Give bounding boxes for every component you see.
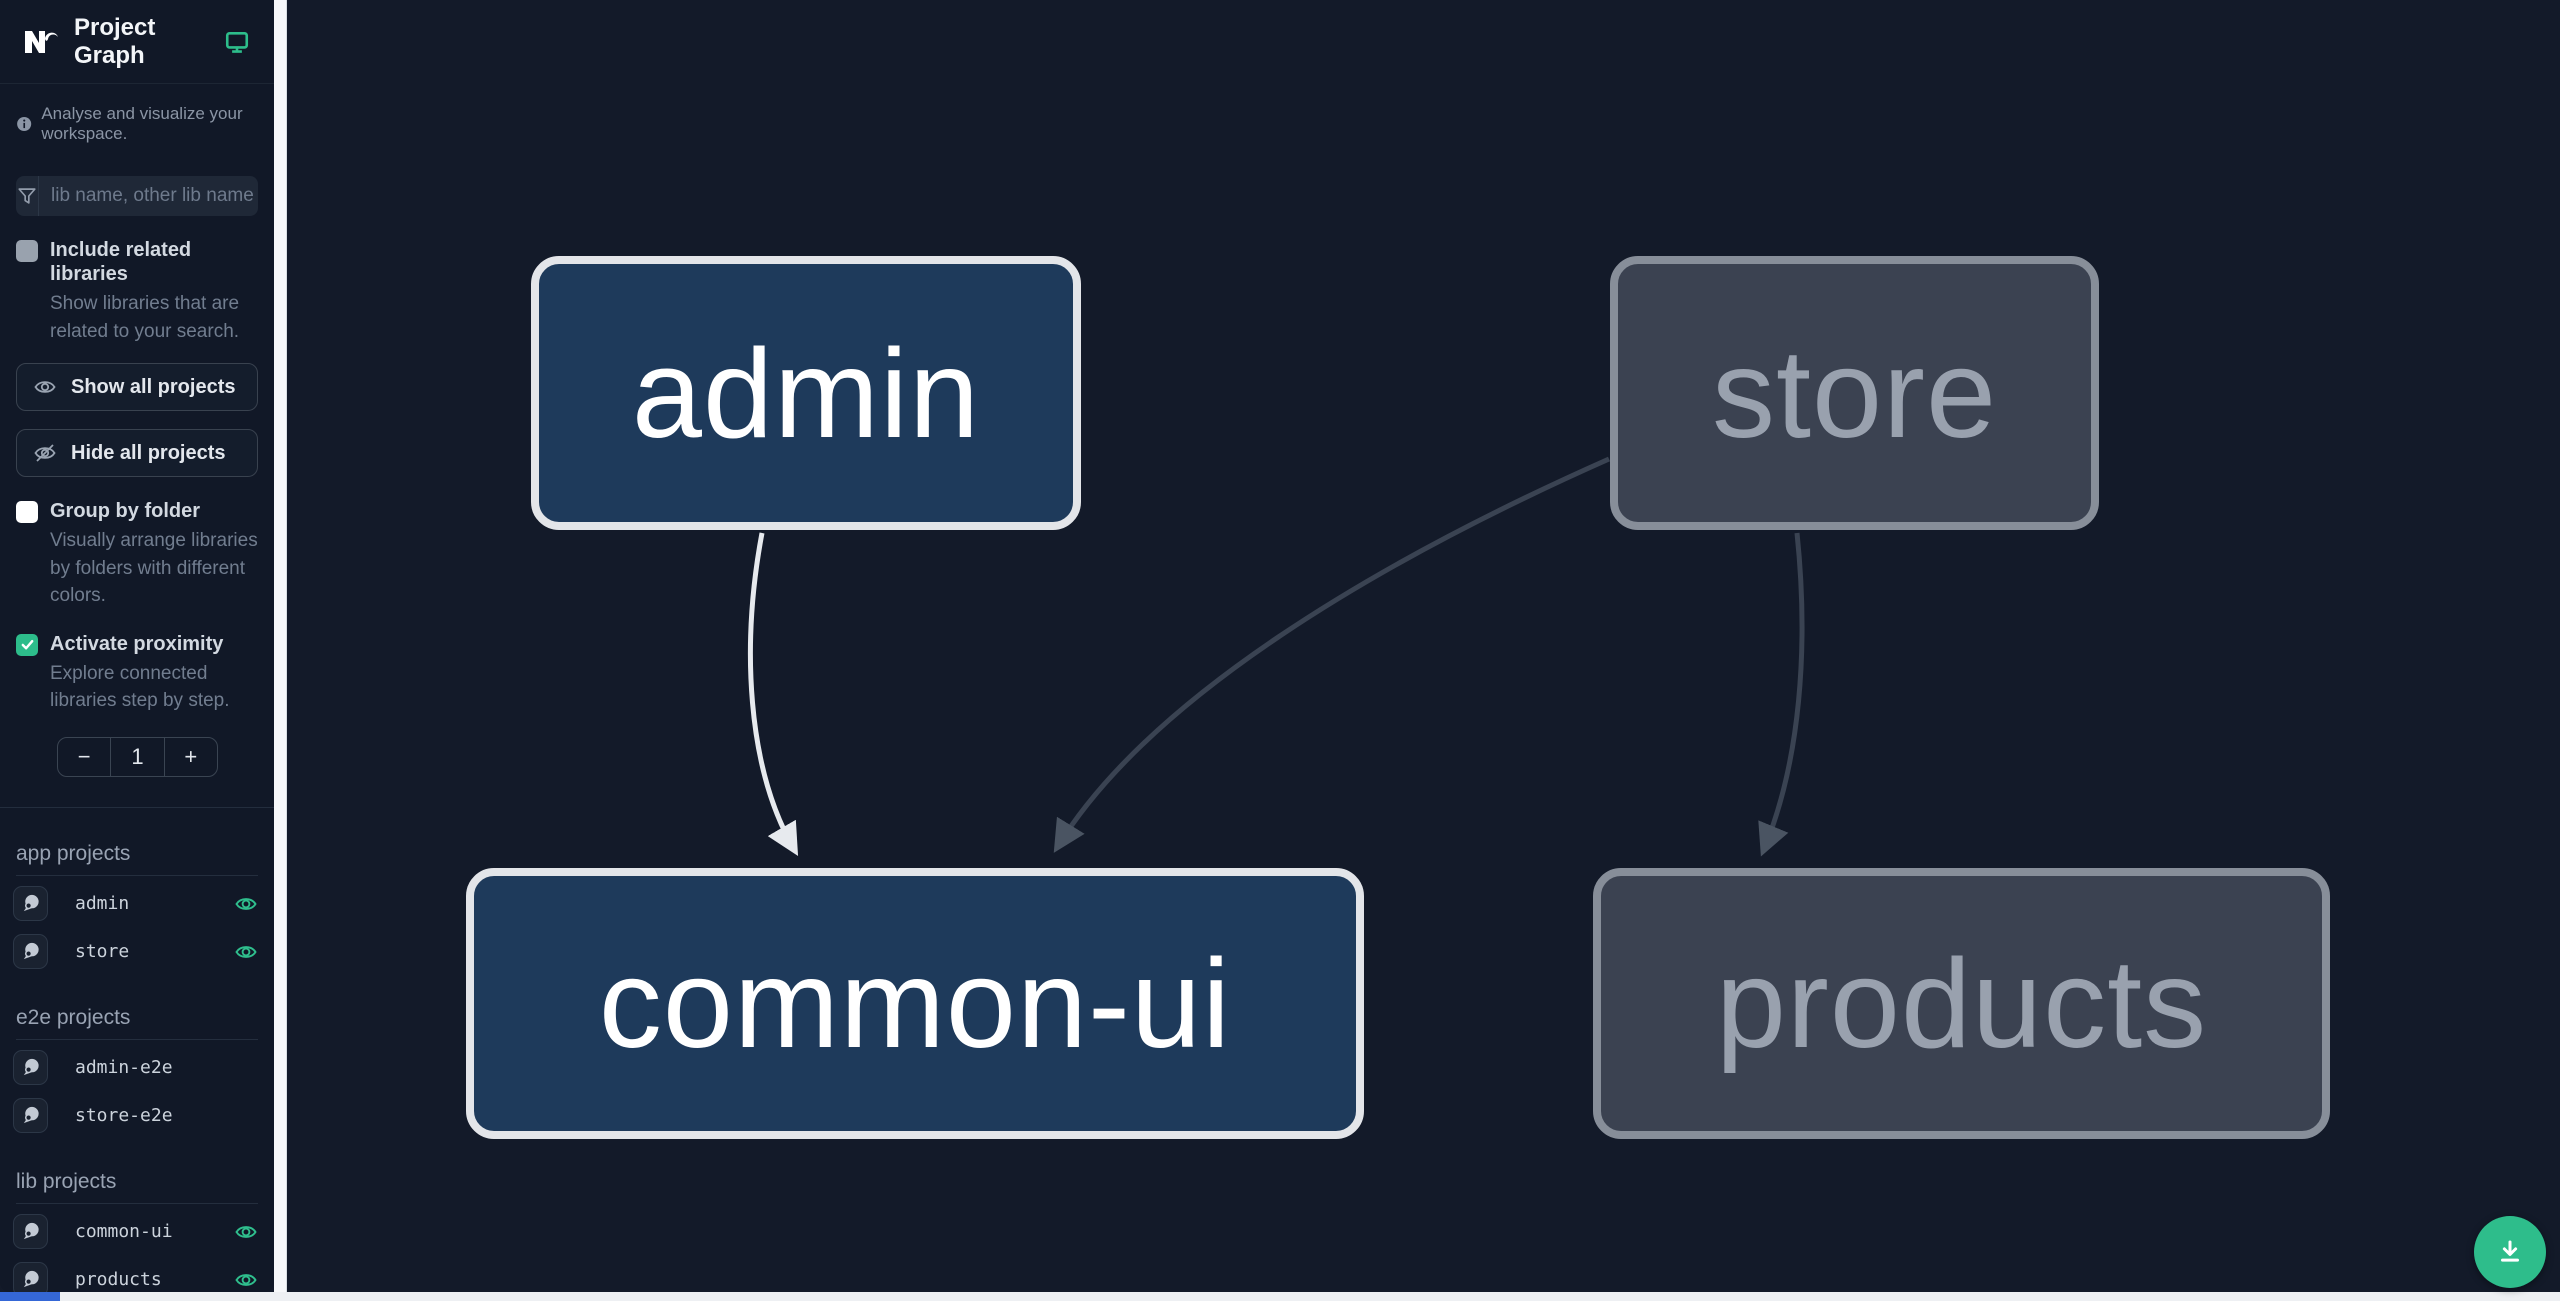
show-all-projects-button[interactable]: Show all projects (16, 363, 258, 412)
eye-off-icon (34, 444, 56, 462)
proximity-stepper: − 1 + (57, 736, 218, 777)
project-name: store-e2e (75, 1105, 173, 1127)
hide-all-projects-label: Hide all projects (71, 441, 226, 464)
activate-proximity-option[interactable]: Activate proximity Explore connected lib… (16, 632, 258, 715)
filter-box (16, 176, 258, 216)
proximity-value: 1 (110, 737, 163, 776)
monitor-icon[interactable] (224, 29, 250, 55)
graph-node-admin[interactable]: admin (531, 256, 1081, 530)
show-all-projects-label: Show all projects (71, 375, 236, 398)
focus-pin-icon (23, 895, 39, 912)
page-title: Project Graph (74, 13, 156, 69)
focus-project-button[interactable] (13, 886, 48, 922)
project-name: admin (75, 893, 130, 915)
focus-pin-icon (23, 1107, 39, 1124)
project-row: store-e2e (13, 1096, 258, 1136)
activate-proximity-label: Activate proximity (50, 632, 224, 655)
funnel-icon (16, 176, 39, 216)
focus-project-button[interactable] (13, 1050, 48, 1086)
project-section-title: app projects (16, 842, 258, 876)
nx-logo-icon (25, 30, 58, 53)
project-section-title: e2e projects (16, 1006, 258, 1040)
toggle-visibility-eye-icon[interactable] (234, 940, 258, 964)
focus-project-button[interactable] (13, 1098, 48, 1134)
project-row: admin-e2e (13, 1048, 258, 1088)
edge-store-common-ui[interactable] (1053, 456, 1611, 853)
vertical-scrollbar[interactable] (274, 0, 287, 1301)
edge-admin-common-ui[interactable] (747, 532, 799, 857)
sidebar: Project Graph Analyse and visualize your… (0, 0, 274, 1298)
filter-input[interactable] (39, 176, 258, 216)
group-by-folder-checkbox[interactable] (16, 501, 38, 524)
focus-project-button[interactable] (13, 1262, 48, 1298)
project-section-title: lib projects (16, 1170, 258, 1204)
proximity-increment-button[interactable]: + (163, 737, 217, 776)
project-name: common-ui (75, 1221, 173, 1243)
horizontal-scrollbar-thumb[interactable] (0, 1292, 60, 1301)
graph-node-products[interactable]: products (1593, 868, 2330, 1139)
include-related-label: Include related libraries (50, 239, 192, 285)
download-graph-button[interactable] (2474, 1216, 2546, 1288)
download-icon (2501, 1240, 2519, 1262)
eye-icon (34, 381, 56, 393)
project-name: admin-e2e (75, 1057, 173, 1079)
project-row: common-ui (13, 1212, 258, 1252)
edge-store-products[interactable] (1758, 532, 1805, 857)
project-name: products (75, 1269, 162, 1291)
project-row: products (13, 1260, 258, 1300)
group-by-folder-description: Visually arrange libraries by folders wi… (50, 530, 258, 607)
focus-pin-icon (23, 1223, 39, 1240)
sidebar-divider (0, 806, 274, 808)
toggle-visibility-eye-icon[interactable] (234, 1268, 258, 1292)
include-related-option[interactable]: Include related libraries Show libraries… (16, 238, 258, 345)
activate-proximity-checkbox[interactable] (16, 633, 38, 656)
focus-project-button[interactable] (13, 1214, 48, 1250)
include-related-checkbox[interactable] (16, 240, 38, 262)
info-icon (17, 116, 32, 132)
hide-all-projects-button[interactable]: Hide all projects (16, 429, 258, 478)
toggle-visibility-eye-icon[interactable] (234, 892, 258, 916)
focus-project-button[interactable] (13, 934, 48, 970)
focus-pin-icon (23, 943, 39, 960)
check-icon (21, 640, 33, 650)
focus-pin-icon (23, 1271, 39, 1288)
focus-pin-icon (23, 1059, 39, 1076)
project-row: store (13, 932, 258, 972)
graph-node-common-ui[interactable]: common-ui (466, 868, 1364, 1139)
workspace-tagline: Analyse and visualize your workspace. (0, 84, 274, 154)
tagline-text: Analyse and visualize your workspace. (41, 104, 243, 143)
proximity-decrement-button[interactable]: − (77, 743, 91, 769)
project-name: store (75, 941, 130, 963)
project-row: admin (13, 884, 258, 924)
sidebar-header: Project Graph (0, 0, 274, 84)
toggle-visibility-eye-icon[interactable] (234, 1220, 258, 1244)
include-related-description: Show libraries that are related to your … (50, 293, 240, 342)
group-by-folder-label: Group by folder (50, 500, 200, 523)
graph-node-store[interactable]: store (1610, 256, 2099, 530)
group-by-folder-option[interactable]: Group by folder Visually arrange librari… (16, 499, 258, 610)
project-sections: app projects admin store (0, 842, 274, 1300)
horizontal-scrollbar[interactable] (0, 1292, 2560, 1301)
activate-proximity-description: Explore connected libraries step by step… (50, 662, 230, 712)
